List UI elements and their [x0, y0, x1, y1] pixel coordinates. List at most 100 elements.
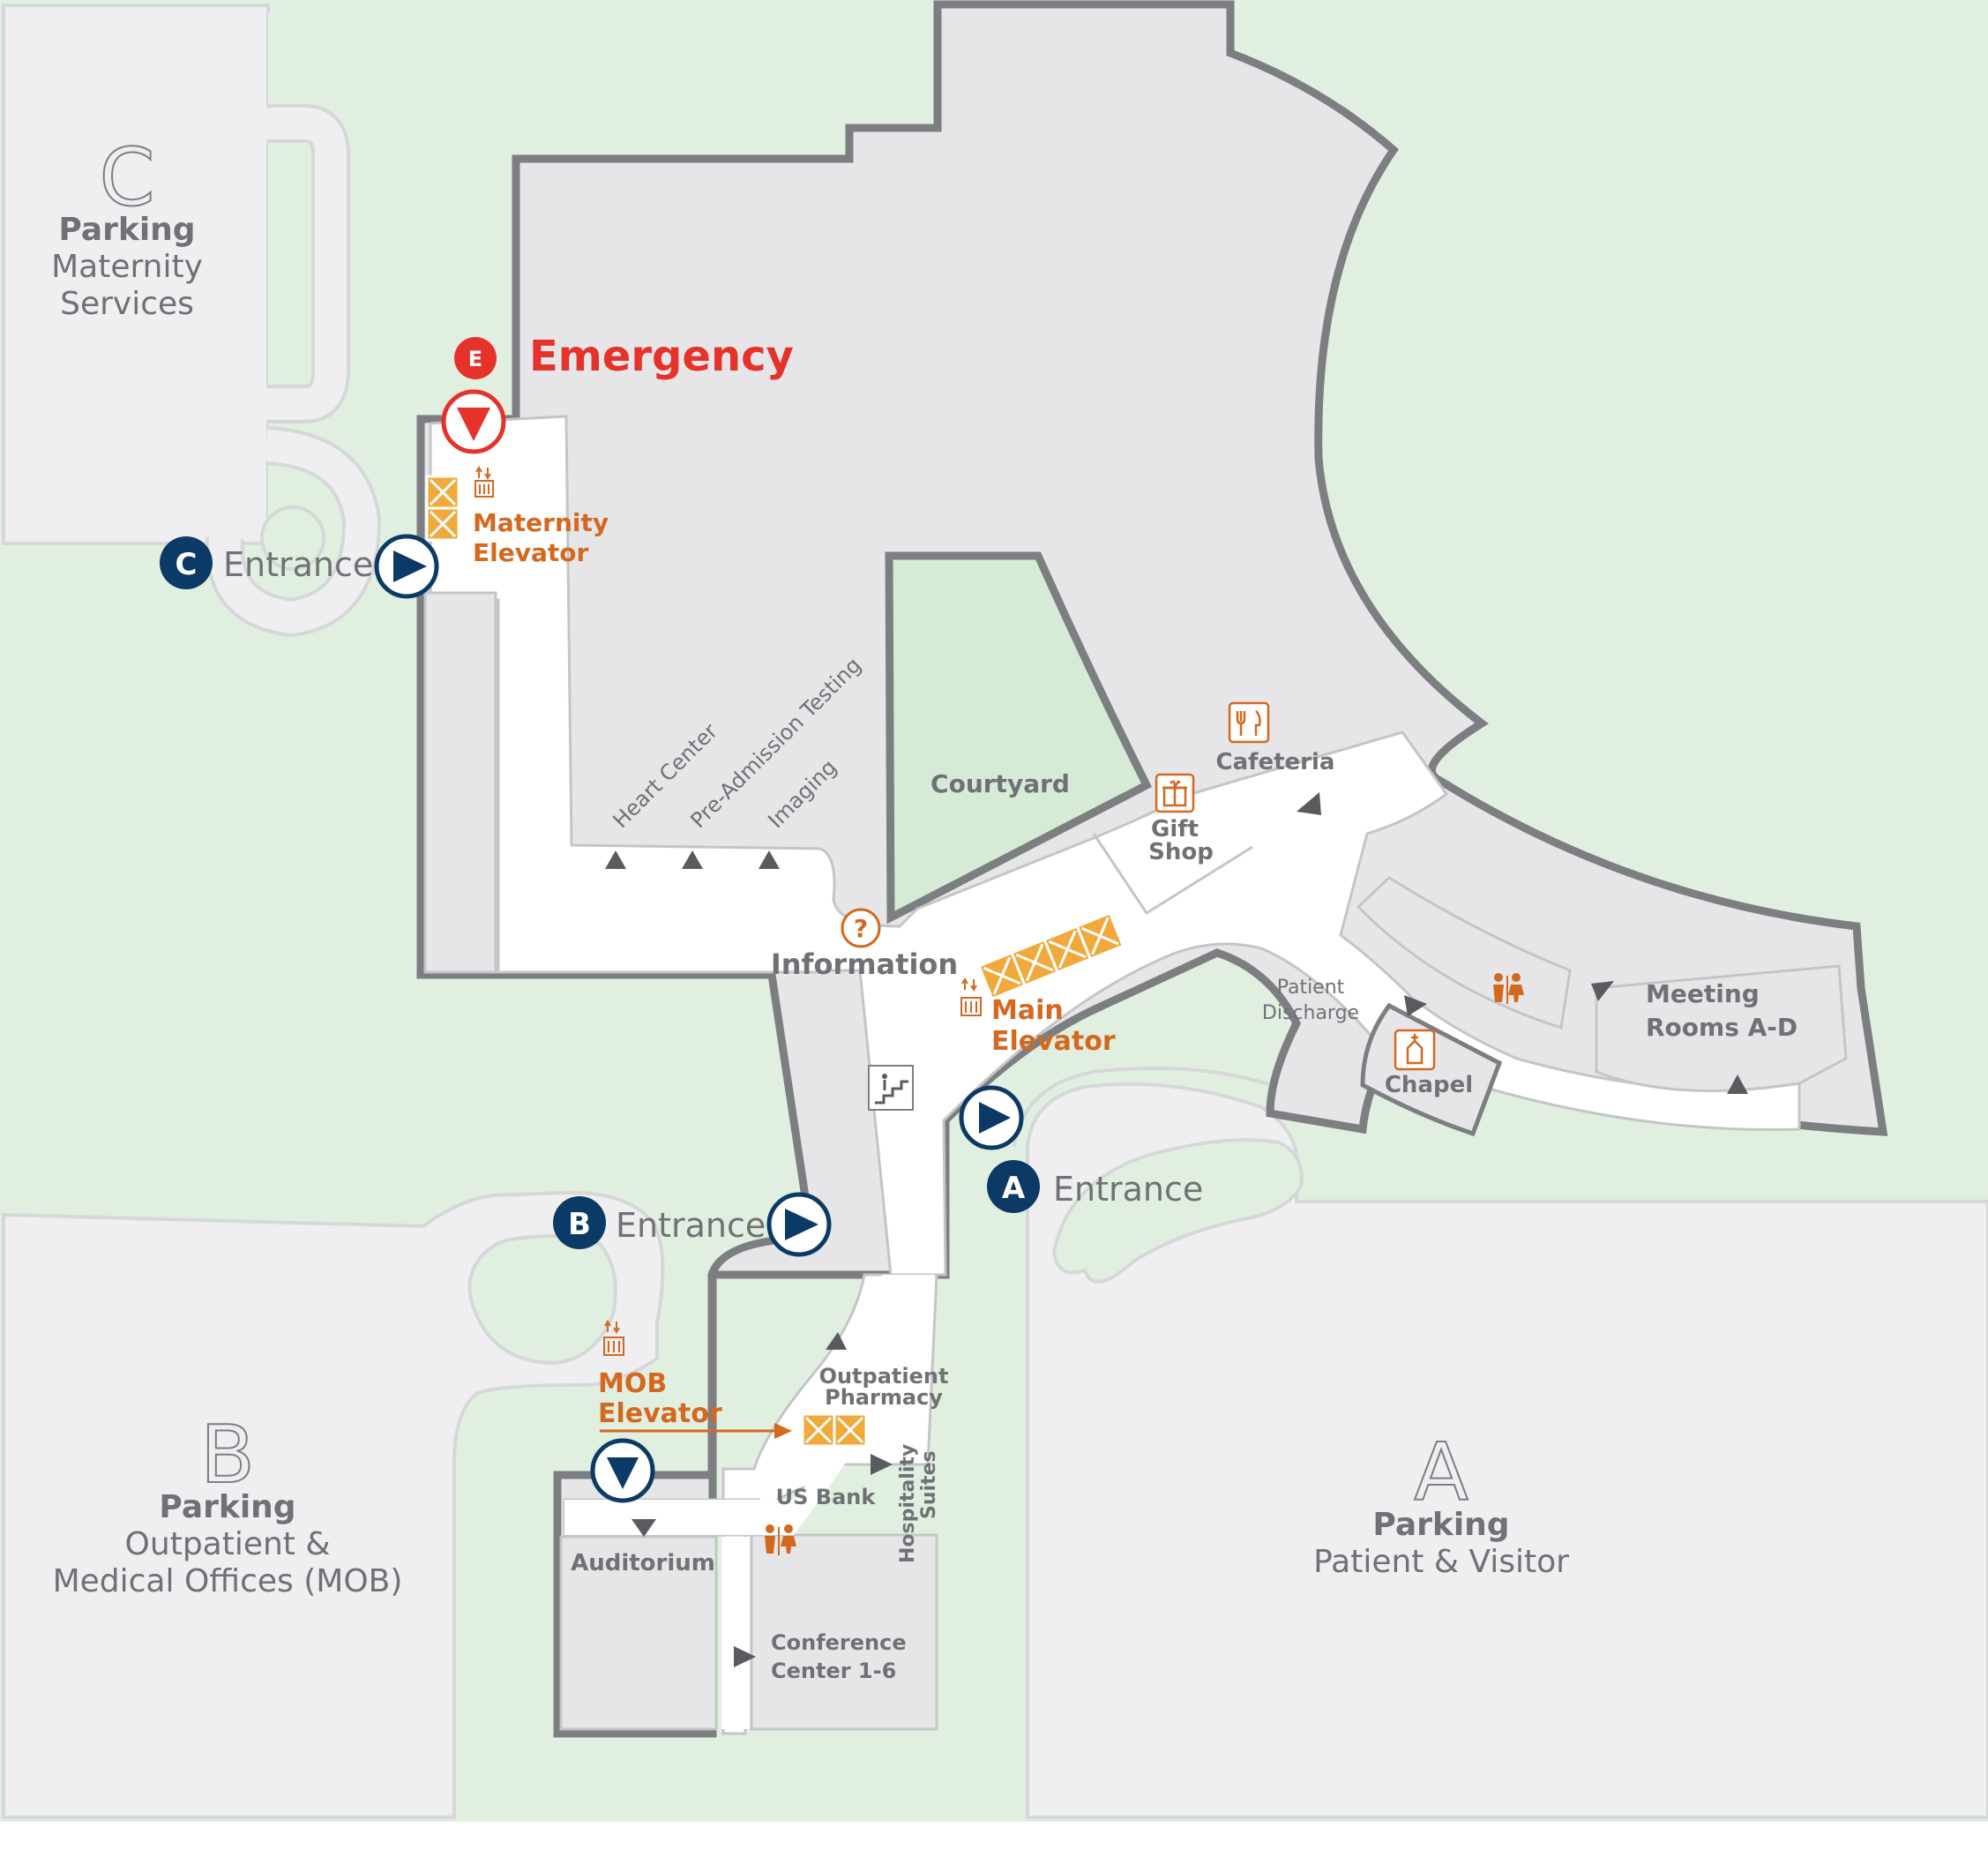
- mob-elevator-cars[interactable]: [801, 1412, 868, 1448]
- courtyard[interactable]: [885, 551, 1153, 925]
- main-elevator-cars[interactable]: [977, 911, 1125, 1001]
- fork-knife-icon: [1228, 701, 1270, 744]
- us-bank-label: US Bank: [776, 1485, 877, 1509]
- parking-a-letter: A: [1414, 1426, 1469, 1519]
- maternity-elevator-label-2: Elevator: [473, 538, 588, 567]
- entrance-b-label: Entrance: [616, 1206, 766, 1245]
- chapel-label: Chapel: [1385, 1072, 1473, 1098]
- gift-icon: [1155, 773, 1195, 813]
- arrow-pre-admission: [682, 850, 703, 869]
- mob-elevator-label-1: MOB: [598, 1368, 667, 1399]
- conference-center-label-2: Center 1-6: [771, 1659, 896, 1683]
- mob-corridor: [721, 1537, 750, 1729]
- patient-discharge-label-2: Discharge: [1262, 1002, 1359, 1024]
- parking-lot-a[interactable]: [1026, 1082, 1988, 1819]
- stairs-icon: [868, 1065, 914, 1111]
- bottom-margin: [0, 1822, 1988, 1872]
- arrow-auditorium: [632, 1519, 656, 1537]
- parking-a-drive: [1013, 1066, 1297, 1148]
- emergency-icon: [454, 337, 497, 379]
- meeting-rooms-label-1: Meeting: [1646, 979, 1760, 1008]
- auditorium-block: [559, 1535, 718, 1731]
- meeting-rooms-block: [1595, 964, 1848, 1092]
- svg-text:Parking: Parking: [1372, 1507, 1509, 1543]
- direction-arrows: [605, 792, 1748, 1667]
- question-mark-icon: ?: [854, 914, 868, 943]
- entrance-c-marker[interactable]: [374, 534, 439, 599]
- parking-b-island: [467, 1234, 617, 1366]
- arrow-imaging: [759, 850, 780, 869]
- emergency-label: Emergency: [529, 332, 794, 381]
- svg-text:C: C: [176, 547, 198, 582]
- hospitality-suites-label-2: Suites: [918, 1450, 940, 1519]
- entrance-a-label: Entrance: [1053, 1170, 1203, 1209]
- arrow-patient-discharge: [1404, 995, 1427, 1016]
- mob-elevator-pointer-arrowhead: [774, 1423, 792, 1439]
- chapel-icon: [1394, 1029, 1436, 1071]
- conference-block: [750, 1533, 938, 1731]
- parking-a-label: A Parking Patient & Visitor: [1313, 1426, 1569, 1580]
- svg-text:Medical Offices (MOB): Medical Offices (MOB): [53, 1563, 403, 1599]
- west-wing-block: [423, 591, 497, 974]
- parking-c-label: C Parking Maternity Services: [51, 131, 203, 322]
- restroom-icon-mob: [765, 1524, 796, 1555]
- parking-c-drop-off-loop-inner: [208, 430, 378, 634]
- maternity-elevator-label-1: Maternity: [473, 508, 609, 537]
- parking-a-island: [1051, 1138, 1304, 1284]
- svg-text:Patient & Visitor: Patient & Visitor: [1313, 1544, 1569, 1580]
- entrance-b-badge: B: [553, 1196, 606, 1249]
- parking-lot-b[interactable]: [2, 1190, 665, 1819]
- svg-text:Maternity: Maternity: [51, 249, 203, 285]
- svg-text:Services: Services: [60, 286, 194, 322]
- arrow-cafeteria: [1297, 792, 1321, 815]
- information-icon[interactable]: ?: [841, 908, 881, 948]
- parking-c-drive-loop-inner: [266, 108, 347, 420]
- main-elevator-label-1: Main: [991, 995, 1064, 1026]
- restroom-icon-east: [1493, 973, 1524, 1004]
- svg-text:B: B: [568, 1207, 591, 1242]
- mob-entrance-marker[interactable]: [590, 1438, 655, 1503]
- parking-b-label: B Parking Outpatient & Medical Offices (…: [53, 1408, 403, 1599]
- svg-text:Parking: Parking: [58, 212, 195, 248]
- cafeteria-label: Cafeteria: [1216, 749, 1335, 775]
- parking-lot-c[interactable]: [2, 4, 375, 635]
- main-elevator-icon: [960, 977, 982, 1016]
- meeting-rooms-label-2: Rooms A-D: [1646, 1013, 1797, 1042]
- emergency-badge: E: [454, 337, 497, 379]
- entrance-a-badge: A: [987, 1160, 1040, 1213]
- mob-elevator-icon: [603, 1320, 624, 1356]
- conference-center-label-1: Conference: [771, 1630, 907, 1655]
- entrance-c-label: Entrance: [223, 545, 373, 584]
- arrow-heart-center: [605, 850, 626, 869]
- arrow-meeting-rooms-south: [1727, 1075, 1748, 1094]
- entrance-b-marker[interactable]: [766, 1192, 832, 1257]
- gift-shop-wall: [1092, 833, 1253, 916]
- gift-shop-label-2: Shop: [1148, 839, 1214, 865]
- information-label: Information: [771, 947, 958, 981]
- outpatient-pharmacy-label-1: Outpatient: [819, 1364, 949, 1389]
- svg-text:A: A: [1002, 1171, 1026, 1206]
- outpatient-pharmacy-label-2: Pharmacy: [825, 1385, 943, 1410]
- mob-connector: [564, 1275, 935, 1535]
- maternity-elevator-cars[interactable]: [425, 475, 460, 542]
- gift-shop-label-1: Gift: [1151, 816, 1199, 842]
- svg-text:Outpatient &: Outpatient &: [125, 1526, 331, 1562]
- arrow-hospitality: [871, 1454, 893, 1475]
- auditorium-label: Auditorium: [571, 1550, 715, 1576]
- entrance-a-marker[interactable]: [959, 1085, 1024, 1150]
- arrow-conference: [734, 1646, 756, 1667]
- hospitality-suites-label-1: Hospitality: [897, 1444, 919, 1563]
- parking-c-island: [260, 505, 325, 571]
- maternity-elevator-icon: [475, 466, 494, 498]
- parking-c-letter: C: [100, 131, 155, 224]
- emergency-entrance-marker[interactable]: [441, 389, 506, 454]
- courtyard-label: Courtyard: [930, 769, 1070, 798]
- svg-text:Parking: Parking: [159, 1489, 295, 1525]
- arrow-pharmacy: [826, 1332, 847, 1350]
- emergency-badge-letter: E: [468, 347, 482, 371]
- entrance-c-badge: C: [160, 536, 213, 589]
- mob-elevator-label-2: Elevator: [598, 1398, 722, 1429]
- main-elevator-label-2: Elevator: [991, 1026, 1116, 1057]
- patient-discharge-label-1: Patient: [1277, 977, 1345, 999]
